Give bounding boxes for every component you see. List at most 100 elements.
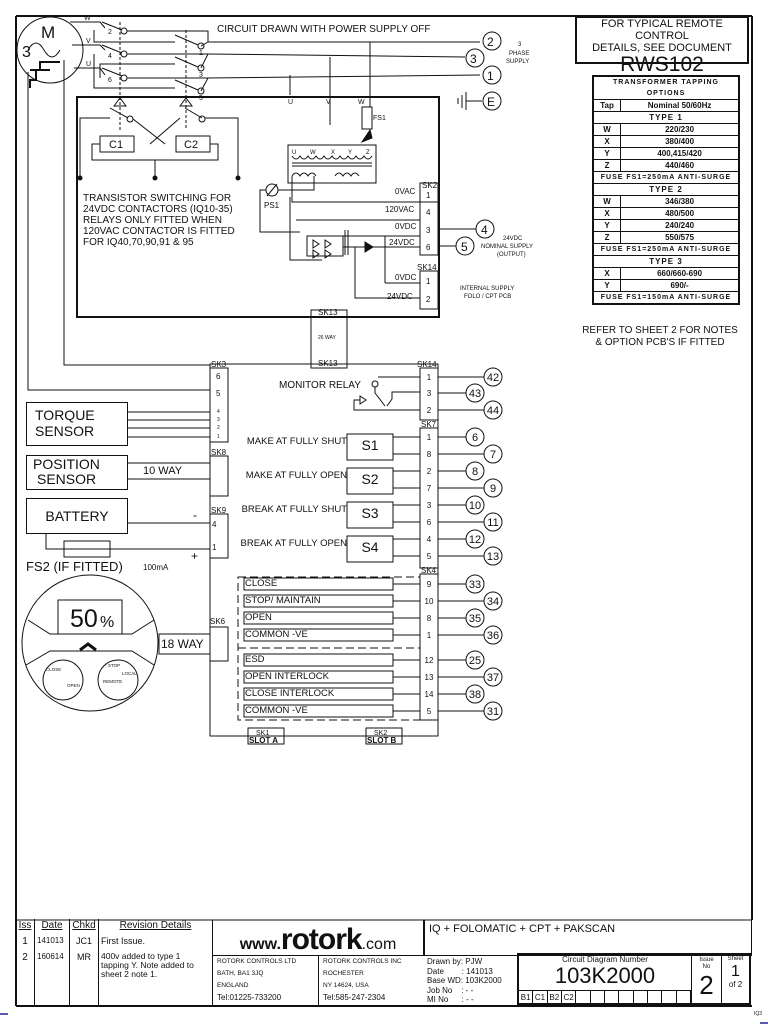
type-row: TYPE 2 bbox=[592, 183, 740, 196]
position-label: POSITION bbox=[33, 456, 100, 472]
battery-plus: + bbox=[191, 549, 198, 563]
torque-sensor: TORQUE SENSOR bbox=[26, 402, 128, 446]
svg-text:36: 36 bbox=[487, 630, 499, 642]
fuse-row: FUSE FS1=250mA ANTI-SURGE bbox=[592, 171, 740, 184]
svg-text:44: 44 bbox=[487, 405, 499, 417]
knob-open: OPEN bbox=[67, 683, 80, 688]
rev-iss: 1 bbox=[22, 936, 28, 947]
sk3-pin-5: 5 bbox=[216, 389, 221, 398]
supply-terminal-2: 2 bbox=[482, 31, 502, 51]
sk13-bottom: SK13 bbox=[318, 359, 338, 368]
grid-ref-cell bbox=[648, 991, 663, 1004]
sk7-name: SK7 bbox=[421, 420, 437, 429]
uk-office: ROTORK CONTROLS LTD BATH, BA1 3JQ ENGLAN… bbox=[212, 956, 318, 1006]
sk14-relay-name: SK14 bbox=[417, 360, 437, 369]
refer-note-line1: REFER TO SHEET 2 FOR NOTES bbox=[582, 325, 738, 336]
supply-label-supply: SUPPLY bbox=[506, 59, 529, 65]
contact-6: 6 bbox=[108, 77, 112, 84]
monitor-relay-label: MONITOR RELAY bbox=[279, 380, 361, 391]
grid-ref-cell bbox=[662, 991, 677, 1004]
grid-ref-cell bbox=[619, 991, 634, 1004]
switch-s1: S1 bbox=[361, 437, 378, 453]
us-office-city: ROCHESTER bbox=[323, 970, 364, 977]
sk7-pin: 5 bbox=[427, 552, 432, 561]
svg-text:31: 31 bbox=[487, 706, 499, 718]
tx-in-w: W bbox=[358, 99, 365, 106]
tap-voltage: 690/- bbox=[620, 279, 740, 292]
rev-date: 160614 bbox=[34, 951, 70, 1005]
tap-voltage: 220/230 bbox=[620, 123, 740, 136]
sk7-pin: 4 bbox=[427, 535, 432, 544]
switch-label: MAKE AT FULLY OPEN bbox=[245, 470, 347, 481]
fs2-rating: 100mA bbox=[143, 563, 169, 572]
svg-text:43: 43 bbox=[469, 388, 481, 400]
tap-voltage: 346/380 bbox=[620, 195, 740, 208]
mi-no: MI No : - - bbox=[427, 995, 474, 1004]
battery: BATTERY bbox=[26, 498, 128, 534]
svg-text:11: 11 bbox=[487, 517, 498, 529]
us-office-name: ROTORK CONTROLS INC bbox=[323, 958, 402, 965]
transistor-note-2: 24VDC CONTACTORS (IQ10-35) bbox=[83, 204, 233, 215]
product-title: IQ + FOLOMATIC + CPT + PAKSCAN bbox=[424, 920, 752, 956]
sk4-pin: 12 bbox=[425, 656, 434, 665]
earth-terminal: E bbox=[482, 91, 502, 111]
svg-text:7: 7 bbox=[490, 449, 496, 461]
input-label: OPEN INTERLOCK bbox=[245, 671, 329, 682]
grid-ref-cell bbox=[591, 991, 605, 1004]
revision-table: Iss Date Chkd Revision Details 1 141013 … bbox=[16, 919, 212, 1005]
sk8-connector bbox=[209, 455, 229, 497]
rev-details: 400v added to type 1 tapping Y. Note add… bbox=[98, 951, 212, 1005]
fs2-label: FS2 (IF FITTED) bbox=[26, 559, 123, 574]
brand-name: rotork bbox=[280, 923, 363, 956]
svg-text:42: 42 bbox=[487, 372, 499, 384]
contact-1: 1 bbox=[199, 50, 203, 57]
sk14-supply-name: SK14 bbox=[417, 263, 437, 272]
rev-col-chkd: Chkd bbox=[69, 919, 99, 935]
switch-terminal-7: 7 bbox=[483, 444, 503, 464]
product-name: IQ + FOLOMATIC + CPT + PAKSCAN bbox=[429, 923, 616, 935]
drawing-info: Drawn by: PJW Date : 141013 Base WD: 103… bbox=[424, 956, 518, 1006]
switch-s2: S2 bbox=[361, 471, 378, 487]
svg-text:35: 35 bbox=[469, 613, 481, 625]
sk9-name: SK9 bbox=[211, 506, 227, 515]
sk7-pin: 2 bbox=[427, 467, 432, 476]
slot-b-sk: SK2 bbox=[374, 730, 387, 737]
type-heading: TYPE 1 bbox=[592, 111, 740, 124]
rev-date: 141013 bbox=[34, 935, 70, 951]
sk2-name: SK2 bbox=[422, 181, 438, 190]
knob-stop: STOP bbox=[108, 663, 120, 668]
remote-doc-number: RWS102 bbox=[620, 53, 704, 76]
rev-chkd: MR bbox=[69, 951, 99, 1005]
input-label: COMMON -VE bbox=[245, 705, 308, 716]
sheet-number: 1 bbox=[731, 963, 740, 980]
tap-voltage: 380/400 bbox=[620, 135, 740, 148]
sk2-pin-4: 4 bbox=[426, 208, 431, 217]
internal-supply-label: INTERNAL SUPPLY bbox=[460, 286, 514, 292]
sk9-pin-4: 4 bbox=[212, 520, 217, 529]
svg-text:1: 1 bbox=[487, 69, 494, 83]
page-marker-right bbox=[760, 1022, 768, 1024]
grid-ref-cell: B2 bbox=[548, 991, 562, 1004]
tap-letter: Z bbox=[592, 231, 622, 244]
fuse-rating: FUSE FS1=250mA ANTI-SURGE bbox=[592, 171, 740, 184]
uk-office-tel: Tel:01225-733200 bbox=[217, 993, 282, 1002]
knob-local: LOCAL bbox=[122, 671, 137, 676]
fs1-label: FS1 bbox=[373, 115, 386, 122]
sk14-supply-connector bbox=[419, 270, 439, 310]
dc-label-nominal: NOMINAL SUPPLY bbox=[481, 244, 533, 250]
svg-text:38: 38 bbox=[469, 689, 481, 701]
tap-letter: W bbox=[592, 123, 622, 136]
sk3-pin-3: 3 bbox=[217, 417, 220, 423]
sk2-pin-3: 3 bbox=[426, 226, 431, 235]
sk2-pin-6: 6 bbox=[426, 243, 431, 252]
sk14-relay-connector bbox=[419, 367, 439, 421]
svg-text:33: 33 bbox=[469, 579, 481, 591]
battery-minus: - bbox=[193, 508, 197, 522]
input-label: CLOSE INTERLOCK bbox=[245, 688, 335, 699]
input-label: COMMON -VE bbox=[245, 629, 308, 640]
